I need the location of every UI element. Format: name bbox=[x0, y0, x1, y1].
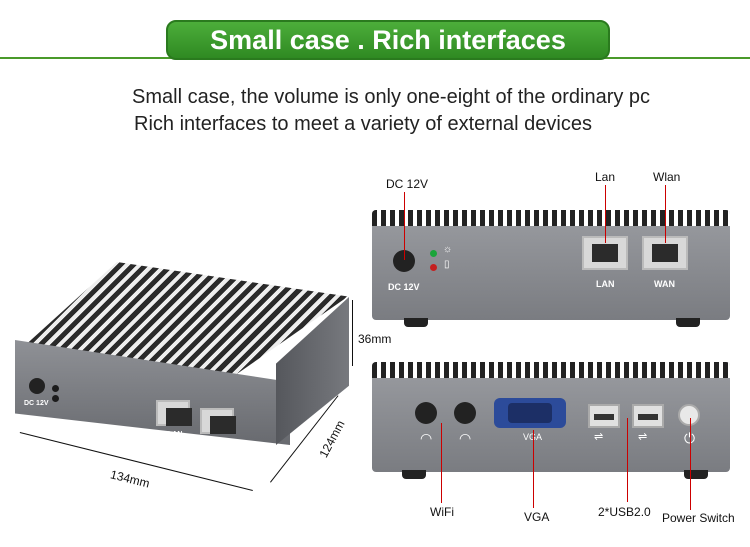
main-dc-label: DC 12V bbox=[24, 400, 49, 407]
front-fins bbox=[372, 362, 730, 378]
callout-dc: DC 12V bbox=[386, 177, 429, 191]
callout-line bbox=[441, 423, 442, 503]
usb-port-icon bbox=[588, 404, 620, 428]
width-dimension: 134mm bbox=[108, 467, 152, 491]
wifi-antenna-icon bbox=[415, 402, 437, 424]
rear-foot bbox=[404, 318, 428, 327]
callout-wifi: WiFi bbox=[430, 505, 454, 519]
main-wan-label: WAN bbox=[210, 439, 227, 446]
led-icon bbox=[52, 395, 59, 402]
callout-line bbox=[627, 418, 628, 502]
title-banner: Small case . Rich interfaces bbox=[166, 20, 610, 60]
callout-power: Power Switch bbox=[662, 511, 735, 525]
power-icon: ⏻ bbox=[684, 430, 695, 447]
wifi-antenna-icon bbox=[454, 402, 476, 424]
front-foot bbox=[684, 470, 708, 479]
usb-icon: ⇌ bbox=[638, 431, 648, 443]
callout-line bbox=[665, 185, 666, 243]
dc-jack-icon bbox=[29, 378, 45, 394]
callout-line bbox=[533, 430, 534, 508]
wifi-icon: ◠ bbox=[459, 430, 472, 446]
wan-port-icon bbox=[200, 408, 236, 434]
status-led-red-icon bbox=[430, 264, 437, 271]
page-title: Small case . Rich interfaces bbox=[210, 24, 566, 55]
height-dimension-line bbox=[352, 300, 353, 366]
lan-port-icon bbox=[156, 400, 192, 426]
front-foot bbox=[402, 470, 426, 479]
usb-port-icon bbox=[632, 404, 664, 428]
callout-usb: 2*USB2.0 bbox=[598, 505, 651, 519]
rear-dc-label: DC 12V bbox=[388, 282, 420, 292]
main-lan-label: LAN bbox=[168, 431, 183, 438]
wifi-icon: ◠ bbox=[420, 430, 433, 446]
rear-wan-label: WAN bbox=[654, 279, 675, 289]
led-icon bbox=[52, 385, 59, 392]
bulb-icon: ☼ bbox=[443, 244, 453, 255]
height-dimension: 36mm bbox=[358, 332, 392, 346]
disk-icon: ▯ bbox=[444, 259, 450, 270]
callout-lan: Lan bbox=[595, 170, 616, 184]
callout-line bbox=[690, 418, 691, 510]
usb-icon: ⇌ bbox=[594, 431, 604, 443]
intro-line-1: Small case, the volume is only one-eight… bbox=[132, 86, 651, 108]
power-button-icon bbox=[678, 404, 700, 426]
front-vga-label: VGA bbox=[523, 432, 542, 442]
dc-jack-icon bbox=[393, 250, 415, 272]
callout-wlan: Wlan bbox=[653, 170, 681, 184]
vga-port-icon bbox=[494, 398, 566, 428]
intro-line-2: Rich interfaces to meet a variety of ext… bbox=[134, 113, 592, 135]
callout-vga: VGA bbox=[524, 510, 550, 524]
callout-line bbox=[404, 192, 405, 260]
callout-line bbox=[605, 185, 606, 243]
status-led-green-icon bbox=[430, 250, 437, 257]
rear-fins bbox=[372, 210, 730, 226]
depth-dimension: 124mm bbox=[316, 418, 348, 460]
rear-lan-label: LAN bbox=[596, 279, 615, 289]
rear-foot bbox=[676, 318, 700, 327]
